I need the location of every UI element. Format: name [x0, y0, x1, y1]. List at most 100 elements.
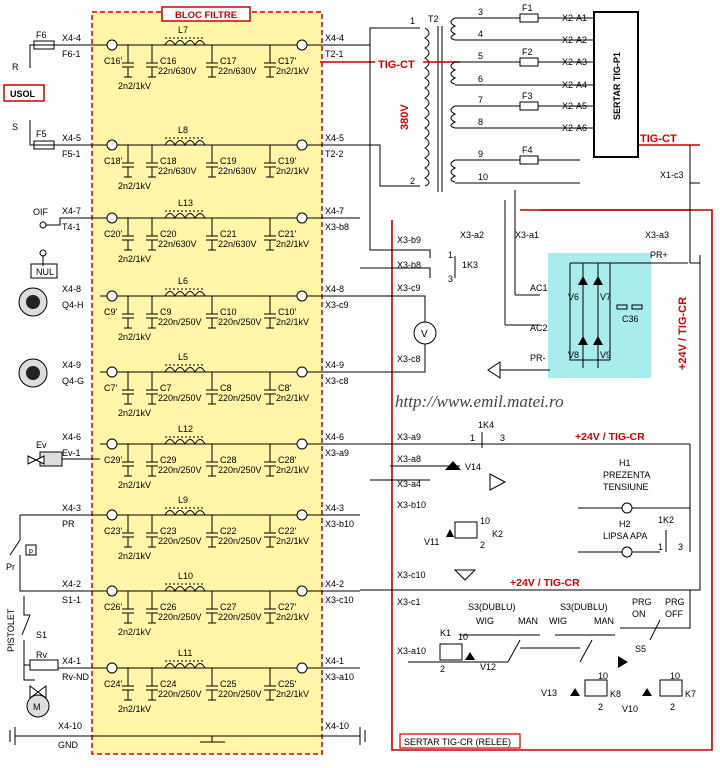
transformer-secondaries: 34F156F278F3910F4X2-A1X2-A2X2-A3X2-A4X2-…	[450, 3, 594, 184]
filter-right-label: X4-3	[325, 503, 344, 513]
capacitor-name: C23	[160, 526, 177, 536]
inductor-label: L11	[178, 648, 192, 658]
s1-label: S1	[36, 630, 47, 640]
v7-label: V7	[600, 292, 611, 302]
r-label: R	[12, 62, 19, 72]
k2relay-label: 1K2	[658, 515, 674, 525]
filter-line: X4-1Rv-NDX4-1X3-a10L11C24'2n2/1kVC24220n…	[62, 648, 360, 714]
filter-right-label2: X3-c9	[325, 300, 349, 310]
relay-k2-icon	[454, 521, 478, 539]
winding-pin: 9	[478, 149, 483, 159]
filter-left-label2: F6-1	[62, 49, 81, 59]
filter-left-label: X4-2	[62, 579, 81, 589]
capacitor-value: 2n2/1kV	[276, 317, 309, 327]
s-label: S	[12, 122, 18, 132]
filter-line: X4-5F5-1X4-5T2-2L8C18'2n2/1kVC1822n/630V…	[62, 125, 360, 191]
filter-right-label: X4-2	[325, 579, 344, 589]
capacitor-value: 2n2/1kV	[118, 551, 151, 561]
f6-label: F6	[36, 30, 47, 40]
x3c9-label: X3-c9	[397, 283, 421, 293]
filter-left-label: X4-8	[62, 284, 81, 294]
capacitor-value: 2n2/1kV	[276, 612, 309, 622]
output-label: X2-A6	[562, 123, 587, 133]
terminal-icon	[106, 662, 118, 674]
relay-k1-icon	[439, 643, 463, 661]
k2relay-n1: 1	[658, 542, 663, 552]
fuse-icon	[519, 57, 539, 67]
ac2-label: AC2	[530, 323, 548, 333]
v13-label: V13	[541, 688, 557, 698]
capacitor-value: 2n2/1kV	[118, 408, 151, 418]
terminal-icon	[296, 39, 308, 51]
supply-vertical: +24V / TIG-CR	[677, 297, 689, 370]
capacitor-value: 220n/250V	[218, 612, 262, 622]
k4-n3: 3	[500, 433, 505, 443]
gnd-left-label: X4-10	[58, 721, 82, 731]
filter-right-label2: X3-b10	[325, 519, 354, 529]
x3a9-label: X3-a9	[397, 432, 421, 442]
k8-n2: 2	[598, 702, 603, 712]
inductor-label: L9	[178, 495, 188, 505]
v11-label: V11	[424, 537, 439, 547]
f5-label: F5	[36, 129, 47, 139]
relay-k8-icon	[584, 679, 608, 697]
filter-left-label2: Q4-G	[62, 376, 84, 386]
capacitor-name: C8	[220, 383, 232, 393]
h1-text1: PREZENTA	[603, 470, 650, 480]
prg-off1: PRG	[665, 597, 685, 607]
filter-line: X4-7T4-1X4-7X3-b8L13C20'2n2/1kVC2022n/63…	[62, 198, 360, 264]
filter-right-label: X4-1	[325, 656, 344, 666]
terminal-icon	[106, 585, 118, 597]
svg-text:p: p	[29, 548, 33, 555]
capacitor-name: C16'	[104, 56, 123, 66]
filter-right-label2: T2-1	[325, 49, 344, 59]
gnd-right-label: X4-10	[325, 721, 349, 731]
x3a4-label: X3-a4	[397, 479, 421, 489]
man-label: MAN	[518, 616, 538, 626]
filter-right-label: X4-4	[325, 33, 344, 43]
inductor-icon	[164, 40, 206, 47]
t2-voltage: 380V	[399, 104, 411, 130]
capacitor-name: C27'	[278, 602, 297, 612]
capacitor-value: 22n/630V	[158, 66, 197, 76]
terminal-icon	[106, 39, 118, 51]
capacitor-value: 220n/250V	[158, 689, 202, 699]
k2relay-n3: 3	[678, 542, 683, 552]
filter-left-label: X4-9	[62, 360, 81, 370]
capacitor-value: 2n2/1kV	[118, 480, 151, 490]
k1-n10: 10	[458, 632, 468, 642]
gnd-line: X4-10 GND X4-10	[9, 721, 366, 750]
k1-label: K1	[440, 628, 451, 638]
filter-right-label2: X3-b8	[325, 222, 349, 232]
prg-on2: ON	[632, 609, 646, 619]
inductor-label: L12	[178, 424, 193, 434]
filter-left-label2: PR	[62, 519, 75, 529]
capacitor-name: C7'	[104, 383, 118, 393]
h1-label: H1	[619, 458, 631, 468]
filter-right-label2: X3-a9	[325, 448, 349, 458]
prg-off2: OFF	[665, 609, 683, 619]
winding-pin: 8	[478, 117, 483, 127]
h2-label: H2	[619, 519, 631, 529]
lamp-h2-icon	[621, 546, 633, 558]
filter-right-label: X4-5	[325, 133, 344, 143]
x3a2-label: X3-a2	[460, 230, 484, 240]
rv-label: Rv	[36, 650, 47, 660]
capacitor-value: 22n/630V	[158, 239, 197, 249]
relay-k7-icon	[659, 679, 683, 697]
capacitor-name: C17	[220, 56, 237, 66]
inductor-icon	[164, 510, 206, 517]
prg-on1: PRG	[632, 597, 652, 607]
winding-icon	[450, 61, 457, 85]
filter-left-label: X4-7	[62, 206, 81, 216]
t2-tigct: TIG-CT	[378, 59, 415, 71]
filter-title: BLOC FILTRE	[175, 10, 237, 21]
capacitor-value: 220n/250V	[218, 536, 262, 546]
fuse-label: F1	[522, 3, 533, 13]
prminus-label: PR-	[530, 353, 546, 363]
inductor-icon	[164, 367, 206, 374]
inductor-label: L6	[178, 276, 188, 286]
sertar-tig-p1: SERTAR TIG-P1 TIG-CT	[593, 11, 677, 158]
